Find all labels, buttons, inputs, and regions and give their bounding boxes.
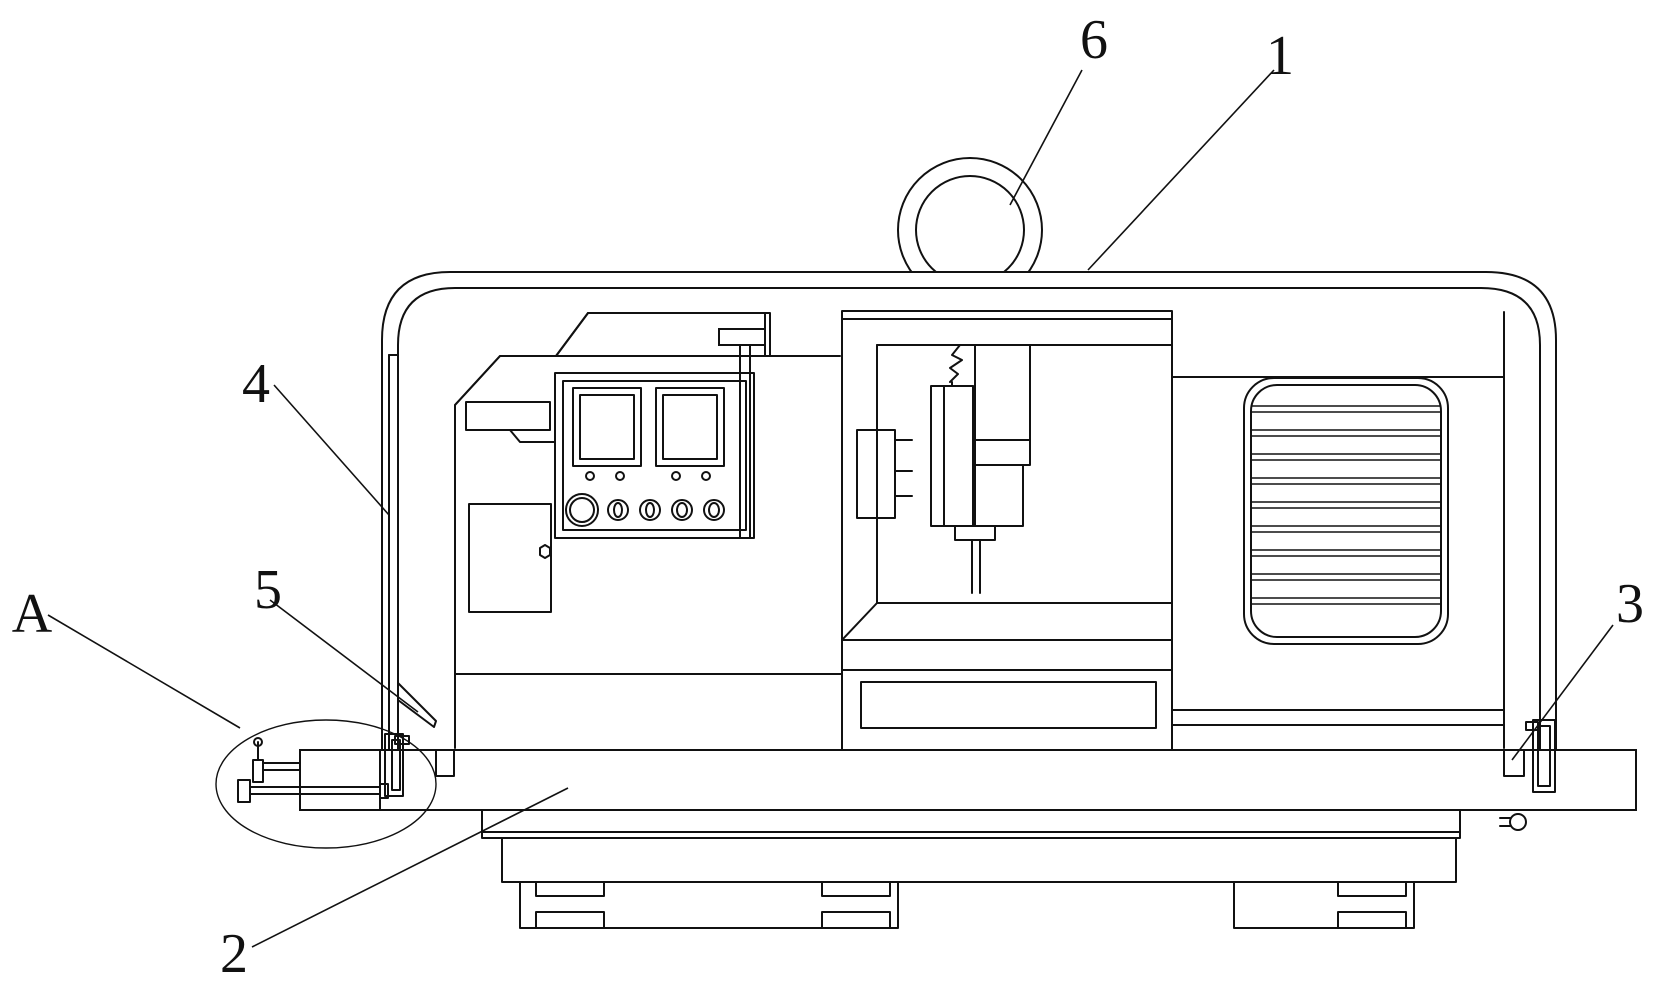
left-door: [468, 503, 552, 613]
leader-6: [1009, 69, 1083, 206]
label-1: 1: [1266, 25, 1294, 87]
side-display: [465, 401, 556, 443]
part-labels: 6 1 4 5 A 3 2: [12, 9, 1644, 985]
label-2: 2: [220, 923, 248, 985]
spindle: [930, 344, 1031, 594]
leader-4: [273, 384, 390, 516]
label-3: 3: [1616, 573, 1644, 635]
machining-chamber: [841, 310, 1173, 752]
cabinet-body: [454, 312, 843, 749]
indicator-lights: [585, 471, 711, 481]
machine-base: [299, 749, 1637, 929]
leader-3: [1511, 624, 1614, 761]
left-cover-strip: [388, 354, 399, 761]
leader-5: [269, 599, 419, 713]
control-post: [718, 328, 766, 539]
right-cabinet: [1171, 311, 1505, 749]
leader-2: [251, 787, 569, 948]
left-clamp-mechanism: [215, 719, 437, 849]
leader-A: [47, 614, 241, 729]
control-knobs: [565, 493, 725, 527]
label-4: 4: [242, 353, 270, 415]
tool-holder: [856, 429, 913, 519]
label-5: 5: [254, 559, 282, 621]
label-A: A: [12, 583, 53, 645]
label-6: 6: [1080, 9, 1108, 71]
leader-lines: [47, 69, 1614, 948]
leader-1: [1087, 69, 1275, 271]
control-panel: [554, 372, 755, 539]
vent-grille: [1243, 377, 1449, 645]
baffle: [397, 682, 437, 728]
